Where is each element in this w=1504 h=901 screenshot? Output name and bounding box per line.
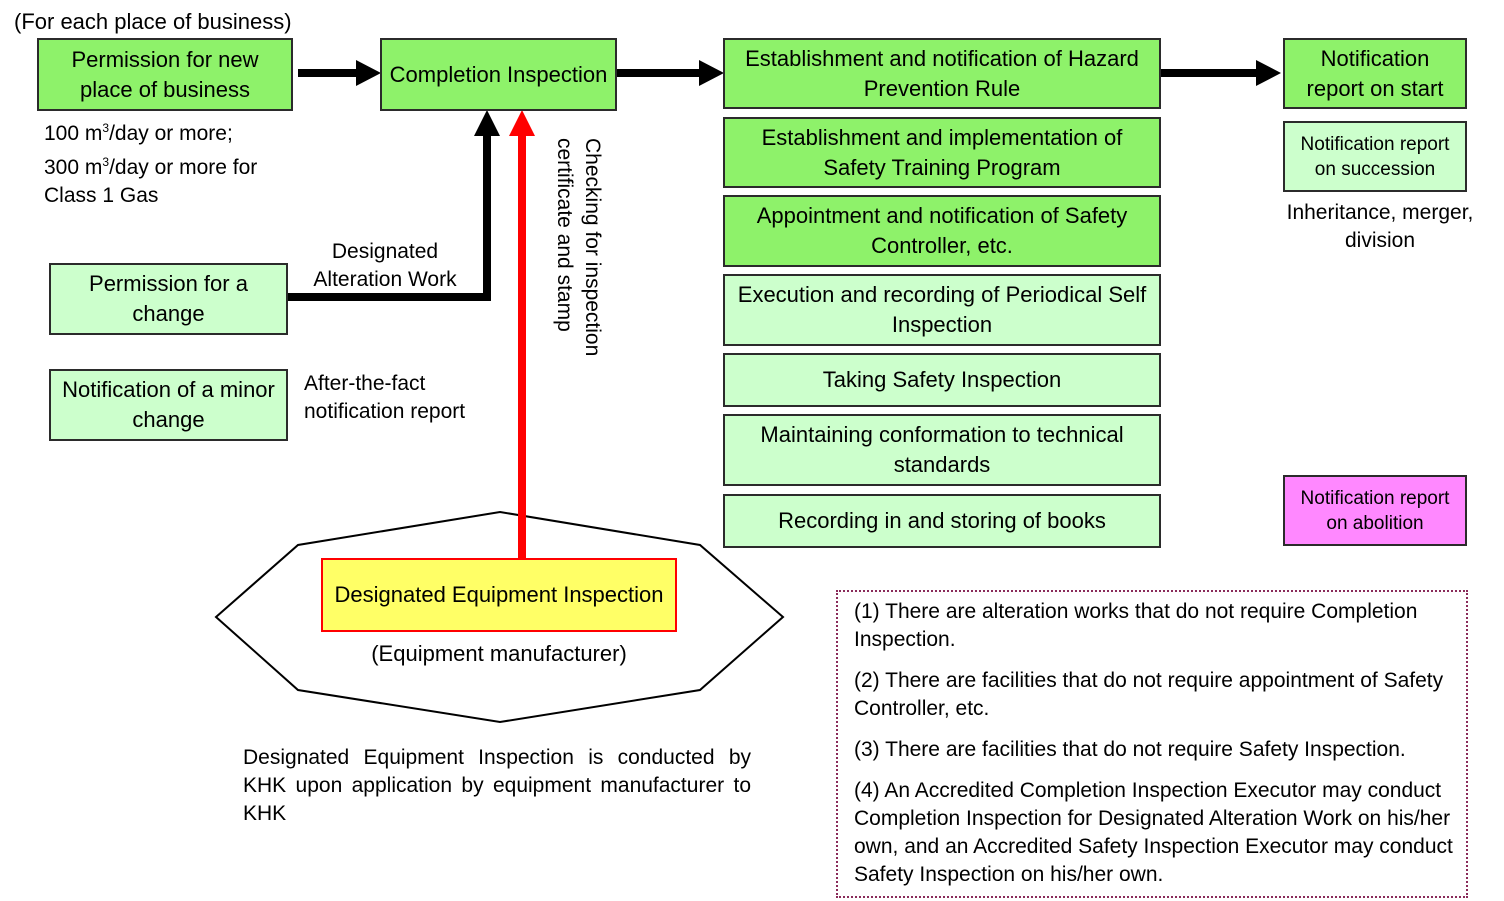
after-the-fact-text: After-the-fact notification report [304,372,466,423]
minor-change-box: Notification of a minor change [49,369,288,441]
threshold-line-3: Class 1 Gas [44,184,159,207]
threshold-text: 100 m3/day or more; 300 m3/day or more f… [44,114,257,210]
safety-training-label: Establishment and implementation of Safe… [761,124,1123,180]
notification-succession-label: Notification report on succession [1300,133,1450,180]
safety-inspection-label: Taking Safety Inspection [822,367,1062,392]
permission-new-business-label: Permission for new place of business [71,46,259,102]
completion-inspection-label: Completion Inspection [389,61,608,87]
note-3: (3) There are facilities that do not req… [854,738,1406,761]
books-label: Recording in and storing of books [778,508,1106,533]
permission-new-business-box: Permission for new place of business [37,38,293,111]
technical-standards-box: Maintaining conformation to technical st… [723,414,1161,486]
checking-certificate-text: Checking for inspection certificate and … [553,138,604,357]
minor-change-label: Notification of a minor change [62,377,275,432]
permission-change-label: Permission for a change [89,271,248,326]
hazard-prevention-rule-box: Establishment and notification of Hazard… [723,38,1161,109]
note-4: (4) An Accredited Completion Inspection … [854,779,1453,886]
completion-inspection-box: Completion Inspection [380,38,617,111]
safety-inspection-box: Taking Safety Inspection [723,353,1161,407]
designated-alteration-text: Designated Alteration Work [313,240,457,291]
hazard-prevention-rule-label: Establishment and notification of Hazard… [745,45,1139,101]
notification-abolition-box: Notification report on abolition [1283,475,1467,546]
arrow-equipment-to-completion [509,110,535,558]
technical-standards-label: Maintaining conformation to technical st… [760,422,1124,477]
notes-box: (1) There are alteration works that do n… [836,590,1468,898]
header-note: (For each place of business) [14,9,292,34]
arrow-completion-to-hazard [617,60,724,86]
periodical-inspection-box: Execution and recording of Periodical Se… [723,274,1161,346]
arrow-new-to-completion [298,60,381,86]
safety-training-box: Establishment and implementation of Safe… [723,117,1161,188]
threshold-line-2: 300 m3/day or more for [44,155,258,179]
note-2: (2) There are facilities that do not req… [854,669,1444,720]
arrow-change-to-completion [288,110,500,301]
notification-start-label: Notification report on start [1306,45,1444,101]
permission-change-box: Permission for a change [49,263,288,335]
safety-controller-label: Appointment and notification of Safety C… [756,203,1128,258]
arrow-hazard-to-start [1161,60,1281,86]
succession-cause-text: Inheritance, merger, division [1286,201,1474,252]
designated-equipment-label: Designated Equipment Inspection [334,582,664,607]
designated-equipment-box: Designated Equipment Inspection [321,558,677,632]
books-box: Recording in and storing of books [723,494,1161,548]
periodical-inspection-label: Execution and recording of Periodical Se… [737,282,1147,337]
notification-succession-box: Notification report on succession [1283,121,1467,192]
threshold-line-1: 100 m3/day or more; [44,121,233,145]
designated-equipment-description: Designated Equipment Inspection is condu… [243,746,751,825]
notification-abolition-label: Notification report on abolition [1300,487,1450,534]
equipment-manufacturer-text: (Equipment manufacturer) [371,641,627,666]
notification-start-box: Notification report on start [1283,38,1467,109]
safety-controller-box: Appointment and notification of Safety C… [723,195,1161,267]
note-1: (1) There are alteration works that do n… [854,600,1418,651]
